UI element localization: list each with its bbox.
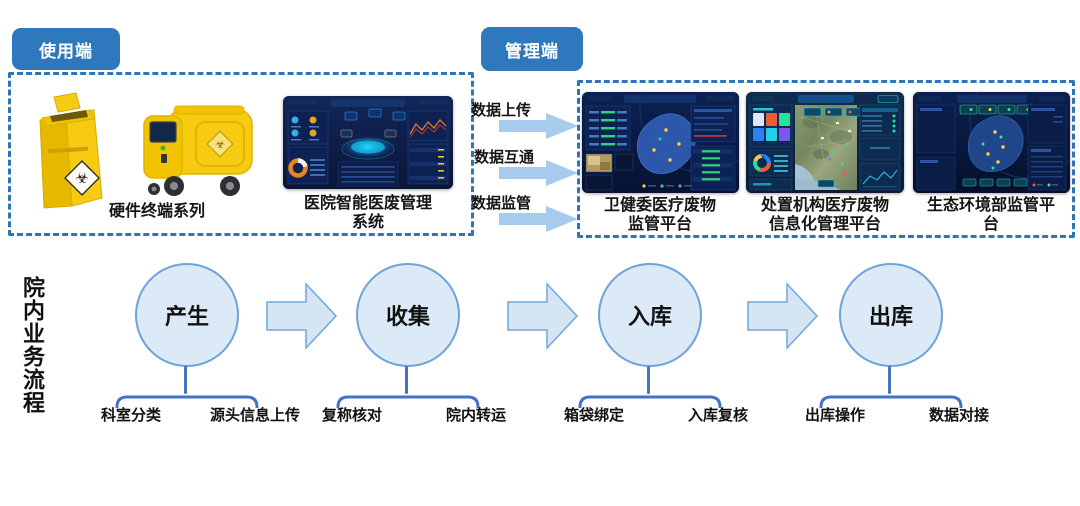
process-step-collect: 收集 复称核对 院内转运 (298, 263, 518, 431)
bracket-stem (183, 366, 187, 394)
ecology-ministry-platform-screenshot (913, 92, 1070, 193)
medical-waste-bin-illustration: ☣ (39, 92, 103, 209)
user-side-dashed-box (8, 72, 474, 236)
management-side-badge: 管理端 (481, 27, 583, 71)
step-name: 入库 (627, 304, 672, 329)
management-side-dashed-box (577, 80, 1075, 238)
bracket-icon (336, 395, 480, 408)
biohazard-emblem-icon: ☣ (206, 130, 234, 158)
step-circle: 出库 (839, 263, 943, 367)
hardware-series-label: 硬件终端系列 (108, 203, 205, 220)
data-upload-arrow-icon (499, 113, 578, 139)
sub-item: 复称核对 (321, 407, 382, 424)
hospital-system-label-line2: 系统 (351, 214, 384, 231)
management-side-badge-label: 管理端 (505, 41, 559, 61)
data-link-label-supervision: 数据监管 (471, 195, 532, 212)
user-side-badge: 使用端 (12, 28, 120, 70)
sub-item: 数据对接 (928, 407, 989, 424)
health-commission-platform-screenshot (582, 92, 739, 193)
step-circle: 入库 (598, 263, 702, 367)
flow-arrow-icon (747, 282, 819, 350)
step-circle: 产生 (135, 263, 239, 367)
sub-item: 科室分类 (100, 407, 161, 424)
flow-arrow-icon (266, 282, 338, 350)
bracket-stem (887, 366, 891, 394)
data-link-label-upload: 数据上传 (471, 102, 532, 119)
user-side-badge-label: 使用端 (39, 41, 93, 61)
svg-text:☣: ☣ (75, 170, 88, 187)
data-exchange-arrow-icon (499, 160, 578, 186)
platform2-label-line2: 信息化管理平台 (768, 216, 881, 233)
sub-item: 院内转运 (445, 407, 506, 424)
platform3-label-line1: 生态环境部监管平 (926, 197, 1055, 214)
platform2-label-line1: 处置机构医疗废物 (760, 197, 889, 214)
disposal-org-platform-screenshot (746, 92, 904, 193)
platform3-label-line2: 台 (982, 216, 999, 233)
svg-text:☣: ☣ (215, 139, 225, 151)
process-step-inbound: 入库 箱袋绑定 入库复核 (540, 263, 760, 431)
bracket-icon (578, 395, 722, 408)
data-supervision-arrow-icon (499, 206, 578, 232)
step-name: 收集 (385, 304, 430, 329)
bracket-icon (115, 395, 259, 408)
flow-arrow-icon (507, 282, 579, 350)
sub-item: 源头信息上传 (209, 407, 300, 424)
step-name: 产生 (164, 304, 209, 329)
sub-item: 出库操作 (804, 407, 865, 424)
platform1-label-line2: 监管平台 (627, 216, 692, 233)
hospital-system-label-line1: 医院智能医废管理 (303, 195, 432, 212)
data-link-label-exchange: 数据互通 (474, 149, 535, 166)
cart-screen (149, 121, 177, 143)
hospital-system-screenshot (283, 96, 453, 189)
biohazard-icon: ☣ (64, 160, 100, 196)
bracket-stem (404, 366, 408, 394)
process-step-outbound: 出库 出库操作 数据对接 (781, 263, 1001, 431)
step-circle: 收集 (356, 263, 460, 367)
medical-waste-cart-illustration: ☣ (143, 105, 253, 196)
bracket-icon (819, 395, 963, 408)
bracket-stem (646, 366, 650, 394)
platform1-label-line1: 卫健委医疗废物 (603, 197, 716, 214)
sub-item: 入库复核 (687, 407, 748, 424)
process-flow-title: 院内业务流程 (20, 276, 45, 414)
step-name: 出库 (868, 304, 913, 329)
sub-item: 箱袋绑定 (563, 407, 624, 424)
process-step-produce: 产生 科室分类 源头信息上传 (77, 263, 300, 431)
